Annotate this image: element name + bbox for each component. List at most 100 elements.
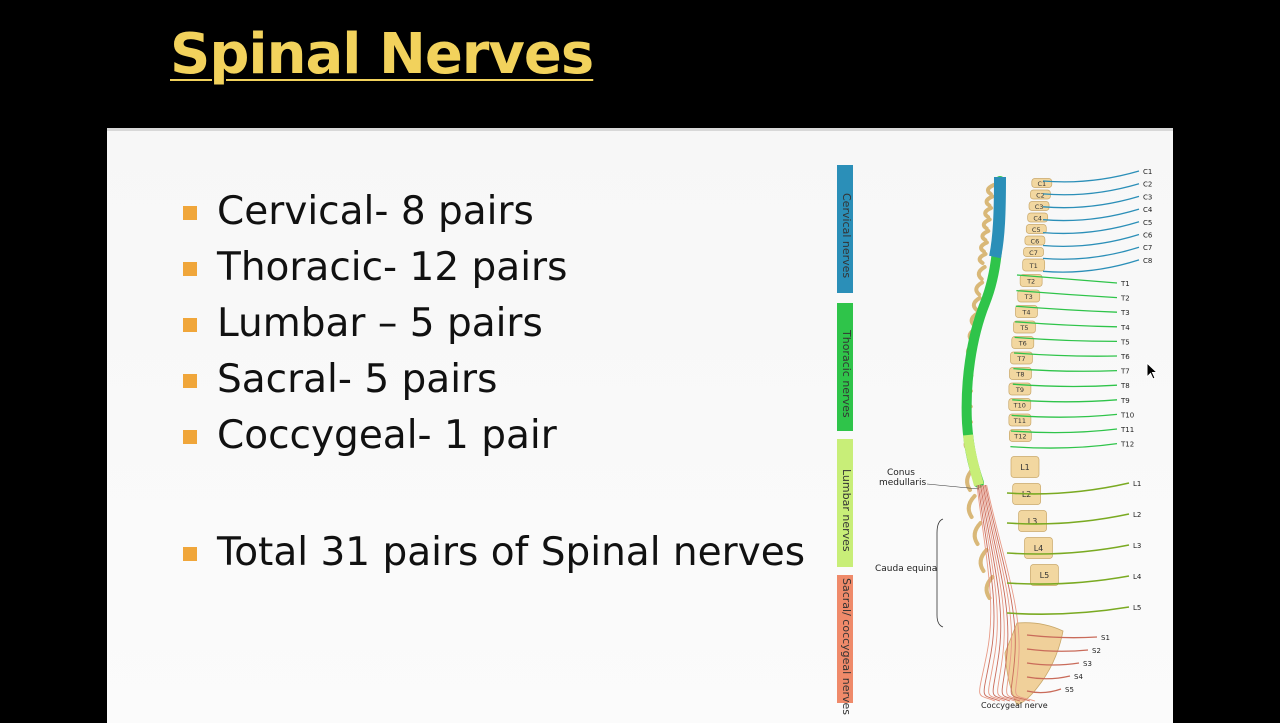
- nerve-root: [1026, 662, 1080, 666]
- vertebra-label: T5: [1019, 324, 1028, 332]
- vertebra-label: C4: [1033, 215, 1042, 223]
- nerve-label: C7: [1143, 244, 1152, 252]
- cauda-equina-fibers: [976, 484, 1036, 702]
- nerve-root: [1006, 544, 1130, 555]
- cauda-fiber: [984, 484, 1031, 702]
- nerve-label: T9: [1120, 397, 1130, 405]
- spinous-process: [983, 206, 994, 219]
- vertebral-body: [1017, 289, 1041, 303]
- nerve-root: [1026, 634, 1098, 639]
- nerve-root: [1042, 208, 1140, 222]
- vertebra-label: L1: [1020, 463, 1030, 472]
- bullet-square-icon: [183, 430, 197, 444]
- nerve-label: S2: [1092, 647, 1101, 655]
- vertebra-label: T3: [1024, 293, 1033, 301]
- content-panel: Cervical- 8 pairs Thoracic- 12 pairs Lum…: [107, 128, 1173, 723]
- segment-bar-thoracic: Thoracic nerves: [837, 303, 853, 431]
- nerve-label: C6: [1143, 232, 1153, 240]
- nerve-label: C2: [1143, 181, 1152, 189]
- vertebra-label: T10: [1013, 402, 1026, 410]
- bullet-square-icon: [183, 206, 197, 220]
- vertebral-body: [1028, 201, 1050, 211]
- nerve-root: [1006, 606, 1130, 615]
- bullet-total: Total 31 pairs of Spinal nerves: [177, 525, 805, 581]
- annotation-cauda: Cauda equina: [875, 564, 937, 574]
- cauda-fiber: [986, 484, 1036, 702]
- bullet-cervical: Cervical- 8 pairs: [177, 184, 567, 240]
- bullet-square-icon: [183, 374, 197, 388]
- nerve-label: T7: [1120, 368, 1130, 376]
- segment-bar-sacral: Sacral/ coccygeal nerves: [837, 575, 853, 715]
- nerve-root: [1010, 428, 1118, 434]
- vertebra-label: T7: [1016, 355, 1025, 363]
- nerve-root: [1042, 233, 1140, 247]
- bullet-thoracic: Thoracic- 12 pairs: [177, 240, 567, 296]
- nerve-root: [1012, 383, 1118, 388]
- spinous-process: [980, 229, 991, 242]
- spinous-process: [972, 521, 983, 546]
- vertebra-label: C2: [1036, 192, 1045, 200]
- nerve-root: [1012, 399, 1118, 403]
- nerve-root: [1042, 183, 1140, 196]
- vertebra-label: T9: [1015, 386, 1024, 394]
- vertebra-label: T8: [1015, 371, 1024, 379]
- spinous-process: [977, 252, 988, 265]
- nerve-root: [1042, 259, 1140, 273]
- nerve-root: [1042, 170, 1140, 183]
- vertebra-label: C1: [1037, 180, 1046, 188]
- nerve-root: [1006, 482, 1130, 495]
- nerve-label: S5: [1065, 686, 1074, 694]
- nerve-label: C1: [1143, 168, 1152, 176]
- vertebra-label: L4: [1034, 544, 1044, 553]
- spinous-process: [984, 194, 995, 208]
- nerve-label: T3: [1120, 309, 1130, 317]
- nerve-label: S1: [1101, 634, 1110, 642]
- nerve-labels: C1C2C3C4C5C6C7C8T1T2T3T4T5T6T7T8T9T10T11…: [1065, 168, 1153, 694]
- nerve-root: [1006, 513, 1130, 525]
- nerve-root: [1015, 305, 1118, 313]
- nerve-label: T11: [1120, 426, 1134, 434]
- nerve-root: [1014, 336, 1118, 343]
- vertebral-body: [1022, 258, 1046, 272]
- nerve-root: [1026, 675, 1071, 680]
- vertebral-body: [1030, 564, 1059, 586]
- nerve-label: T5: [1120, 338, 1130, 346]
- vertebral-body: [1011, 336, 1035, 349]
- nerve-label: C4: [1143, 206, 1153, 214]
- vertebra-label: T12: [1013, 433, 1026, 441]
- segment-label: Thoracic nerves: [840, 330, 853, 418]
- spinal-nerve-roots: [1006, 170, 1140, 694]
- annotation-conus: Conus: [887, 468, 915, 478]
- segment-bar-cervical: Cervical nerves: [837, 165, 853, 293]
- vertebra-label: T11: [1013, 417, 1026, 425]
- nerve-label: T12: [1120, 441, 1134, 449]
- segment-label: Cervical nerves: [840, 193, 853, 279]
- vertebra-label: T6: [1018, 340, 1027, 348]
- annotation-cauda-bracket: [936, 518, 944, 628]
- bullet-sacral: Sacral- 5 pairs: [177, 352, 567, 408]
- vertebra-label: C7: [1029, 249, 1038, 257]
- vertebrae: C1C2C3C4C5C6C7T1T2T3T4T5T6T7T8T9T10T11T1…: [962, 178, 1064, 706]
- vertebra-label: T1: [1029, 262, 1038, 270]
- cauda-fiber: [976, 484, 996, 702]
- nerve-label: T6: [1120, 353, 1130, 361]
- nerve-label: T4: [1120, 324, 1130, 332]
- nerve-label: T1: [1120, 280, 1130, 288]
- spinous-process: [974, 280, 985, 297]
- nerve-label: T2: [1120, 295, 1130, 303]
- vertebra-label: L5: [1040, 571, 1050, 580]
- spinous-process: [984, 575, 995, 600]
- nerve-root: [1042, 221, 1140, 235]
- nerve-label: C3: [1143, 193, 1152, 201]
- vertebral-body: [1027, 212, 1049, 223]
- vertebral-body: [1024, 235, 1046, 246]
- slide-title: Spinal Nerves: [170, 22, 594, 87]
- segment-label: Lumbar nerves: [840, 468, 853, 552]
- nerve-root: [1026, 688, 1062, 694]
- nerve-label: L3: [1133, 542, 1141, 550]
- nerve-root: [1042, 195, 1140, 209]
- vertebral-body: [1009, 367, 1032, 380]
- mouse-cursor-icon: [1146, 362, 1159, 380]
- bullet-list: Cervical- 8 pairs Thoracic- 12 pairs Lum…: [177, 184, 567, 464]
- nerve-label: L4: [1133, 573, 1142, 581]
